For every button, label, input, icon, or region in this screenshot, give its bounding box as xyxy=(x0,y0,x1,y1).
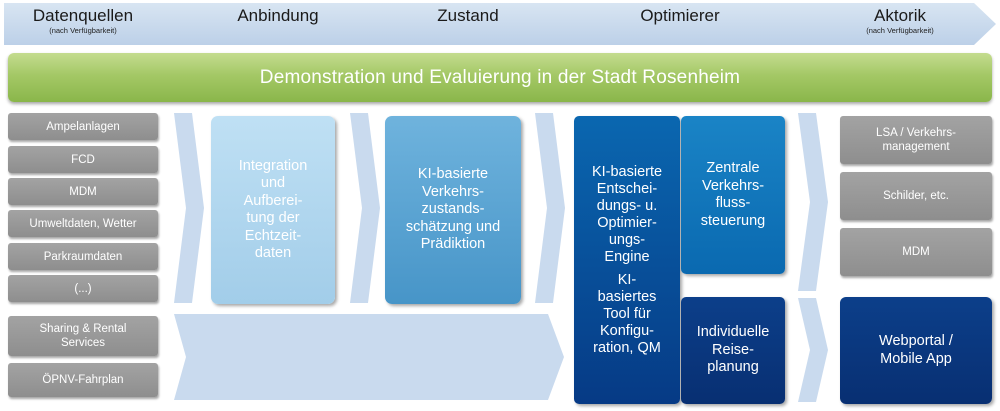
source-more: (...) xyxy=(8,275,158,302)
arrow-integration-to-state xyxy=(350,113,380,303)
actor-schilder: Schilder, etc. xyxy=(840,172,992,220)
travel-planning-label: Individuelle Reise- planung xyxy=(696,324,770,376)
stage-label: Aktorik xyxy=(874,6,926,25)
traffic-control-box: Zentrale Verkehrs- fluss- steuerung xyxy=(681,116,785,274)
arrow-planning-to-webportal xyxy=(798,298,828,402)
arrow-sources-to-integration xyxy=(174,113,204,303)
engine-label: KI-basierte Entschei- dungs- u. Optimier… xyxy=(591,163,663,265)
arrow-state-to-optimizer xyxy=(535,113,565,303)
state-estimation-label: KI-basierte Verkehrs- zustands- schätzun… xyxy=(405,166,501,253)
demonstration-banner: Demonstration und Evaluierung in der Sta… xyxy=(8,53,992,102)
stage-datenquellen: Datenquellen (nach Verfügbarkeit) xyxy=(18,6,148,35)
actor-mdm: MDM xyxy=(840,228,992,276)
stage-optimierer: Optimierer xyxy=(620,6,740,26)
optimization-engine-box: KI-basierte Entschei- dungs- u. Optimier… xyxy=(574,116,680,404)
stage-anbindung: Anbindung xyxy=(218,6,338,26)
stage-sublabel: (nach Verfügbarkeit) xyxy=(49,26,117,35)
source-umweltdaten: Umweltdaten, Wetter xyxy=(8,210,158,237)
traffic-control-label: Zentrale Verkehrs- fluss- steuerung xyxy=(700,160,766,229)
stage-label: Datenquellen xyxy=(32,6,134,25)
source-ampelanlagen: Ampelanlagen xyxy=(8,113,158,140)
process-stages-band xyxy=(4,3,996,45)
integration-box: Integration und Aufberei- tung der Echtz… xyxy=(211,116,335,304)
arrow-lower-sources-to-optimizer xyxy=(174,314,564,400)
stage-label: Anbindung xyxy=(237,6,319,25)
stage-label: Zustand xyxy=(437,6,499,25)
arrow-control-to-actors xyxy=(798,113,828,291)
source-parkraumdaten: Parkraumdaten xyxy=(8,243,158,270)
stage-zustand: Zustand xyxy=(408,6,528,26)
source-sharing-rental: Sharing & Rental Services xyxy=(8,316,158,356)
integration-label: Integration und Aufberei- tung der Echtz… xyxy=(238,157,308,262)
stage-label: Optimierer xyxy=(640,6,720,25)
source-oepnv-fahrplan: ÖPNV-Fahrplan xyxy=(8,363,158,397)
source-fcd: FCD xyxy=(8,146,158,173)
stage-sublabel: (nach Verfügbarkeit) xyxy=(866,26,934,35)
webportal-mobile-app-box: Webportal / Mobile App xyxy=(840,297,992,404)
actor-lsa-verkehrsmanagement: LSA / Verkehrs- management xyxy=(840,116,992,164)
state-estimation-box: KI-basierte Verkehrs- zustands- schätzun… xyxy=(385,116,521,304)
webportal-label: Webportal / Mobile App xyxy=(879,333,953,367)
stage-aktorik: Aktorik (nach Verfügbarkeit) xyxy=(845,6,955,35)
config-tool-label: KI- basiertes Tool für Konfigu- ration, … xyxy=(593,271,661,356)
source-mdm: MDM xyxy=(8,178,158,205)
travel-planning-box: Individuelle Reise- planung xyxy=(681,297,785,404)
